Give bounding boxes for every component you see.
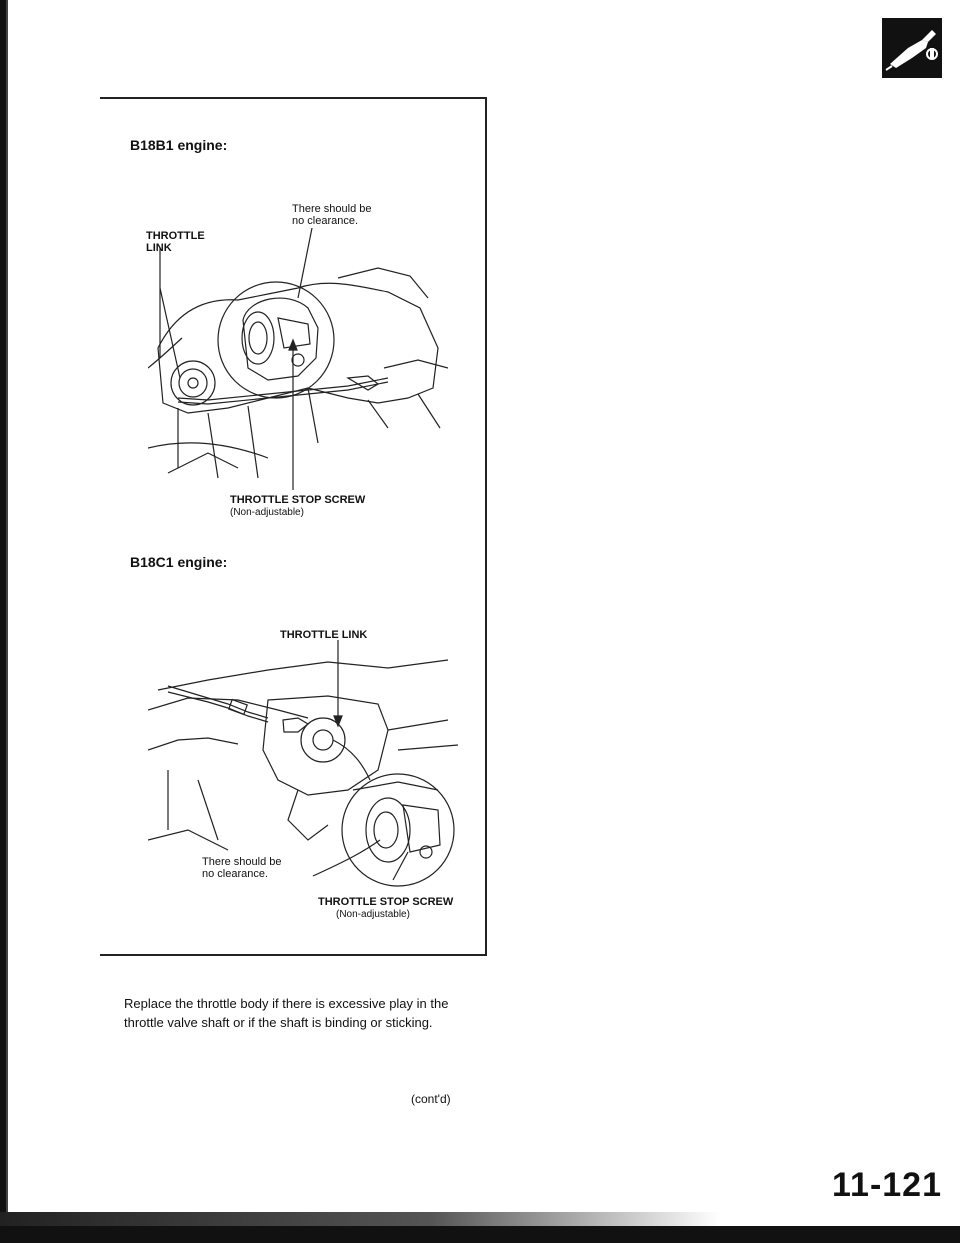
b18b1-clearance-note: There should be no clearance. [292,203,372,227]
page-number: 11-121 [832,1166,942,1204]
page-bottom-shadow [0,1212,720,1226]
b18b1-throttle-body-illustration [147,217,449,498]
b18c1-clearance-note: There should be no clearance. [202,856,282,880]
section-tab [882,18,942,78]
b18b1-non-adjustable: (Non-adjustable) [230,507,304,518]
b18b1-heading: B18B1 engine: [130,137,228,153]
page-bottom-edge [0,1226,960,1243]
page-binding-edge [0,0,6,1243]
instruction-paragraph: Replace the throttle body if there is ex… [124,996,449,1030]
continued-note: (cont'd) [411,1092,451,1106]
frame-bottom-rule [100,954,485,956]
b18b1-stop-screw-label: THROTTLE STOP SCREW [230,494,366,506]
page-binding-line [6,0,8,1243]
frame-right-rule [485,97,487,956]
b18b1-throttle-link-label: THROTTLE LINK [146,230,205,254]
frame-top-rule [100,97,485,99]
fuel-nozzle-icon [882,18,942,78]
b18c1-non-adjustable: (Non-adjustable) [336,909,410,920]
b18c1-throttle-body-illustration [147,640,463,905]
b18c1-heading: B18C1 engine: [130,554,228,570]
b18c1-stop-screw-label: THROTTLE STOP SCREW [318,896,454,908]
b18c1-throttle-link-label: THROTTLE LINK [280,629,368,641]
